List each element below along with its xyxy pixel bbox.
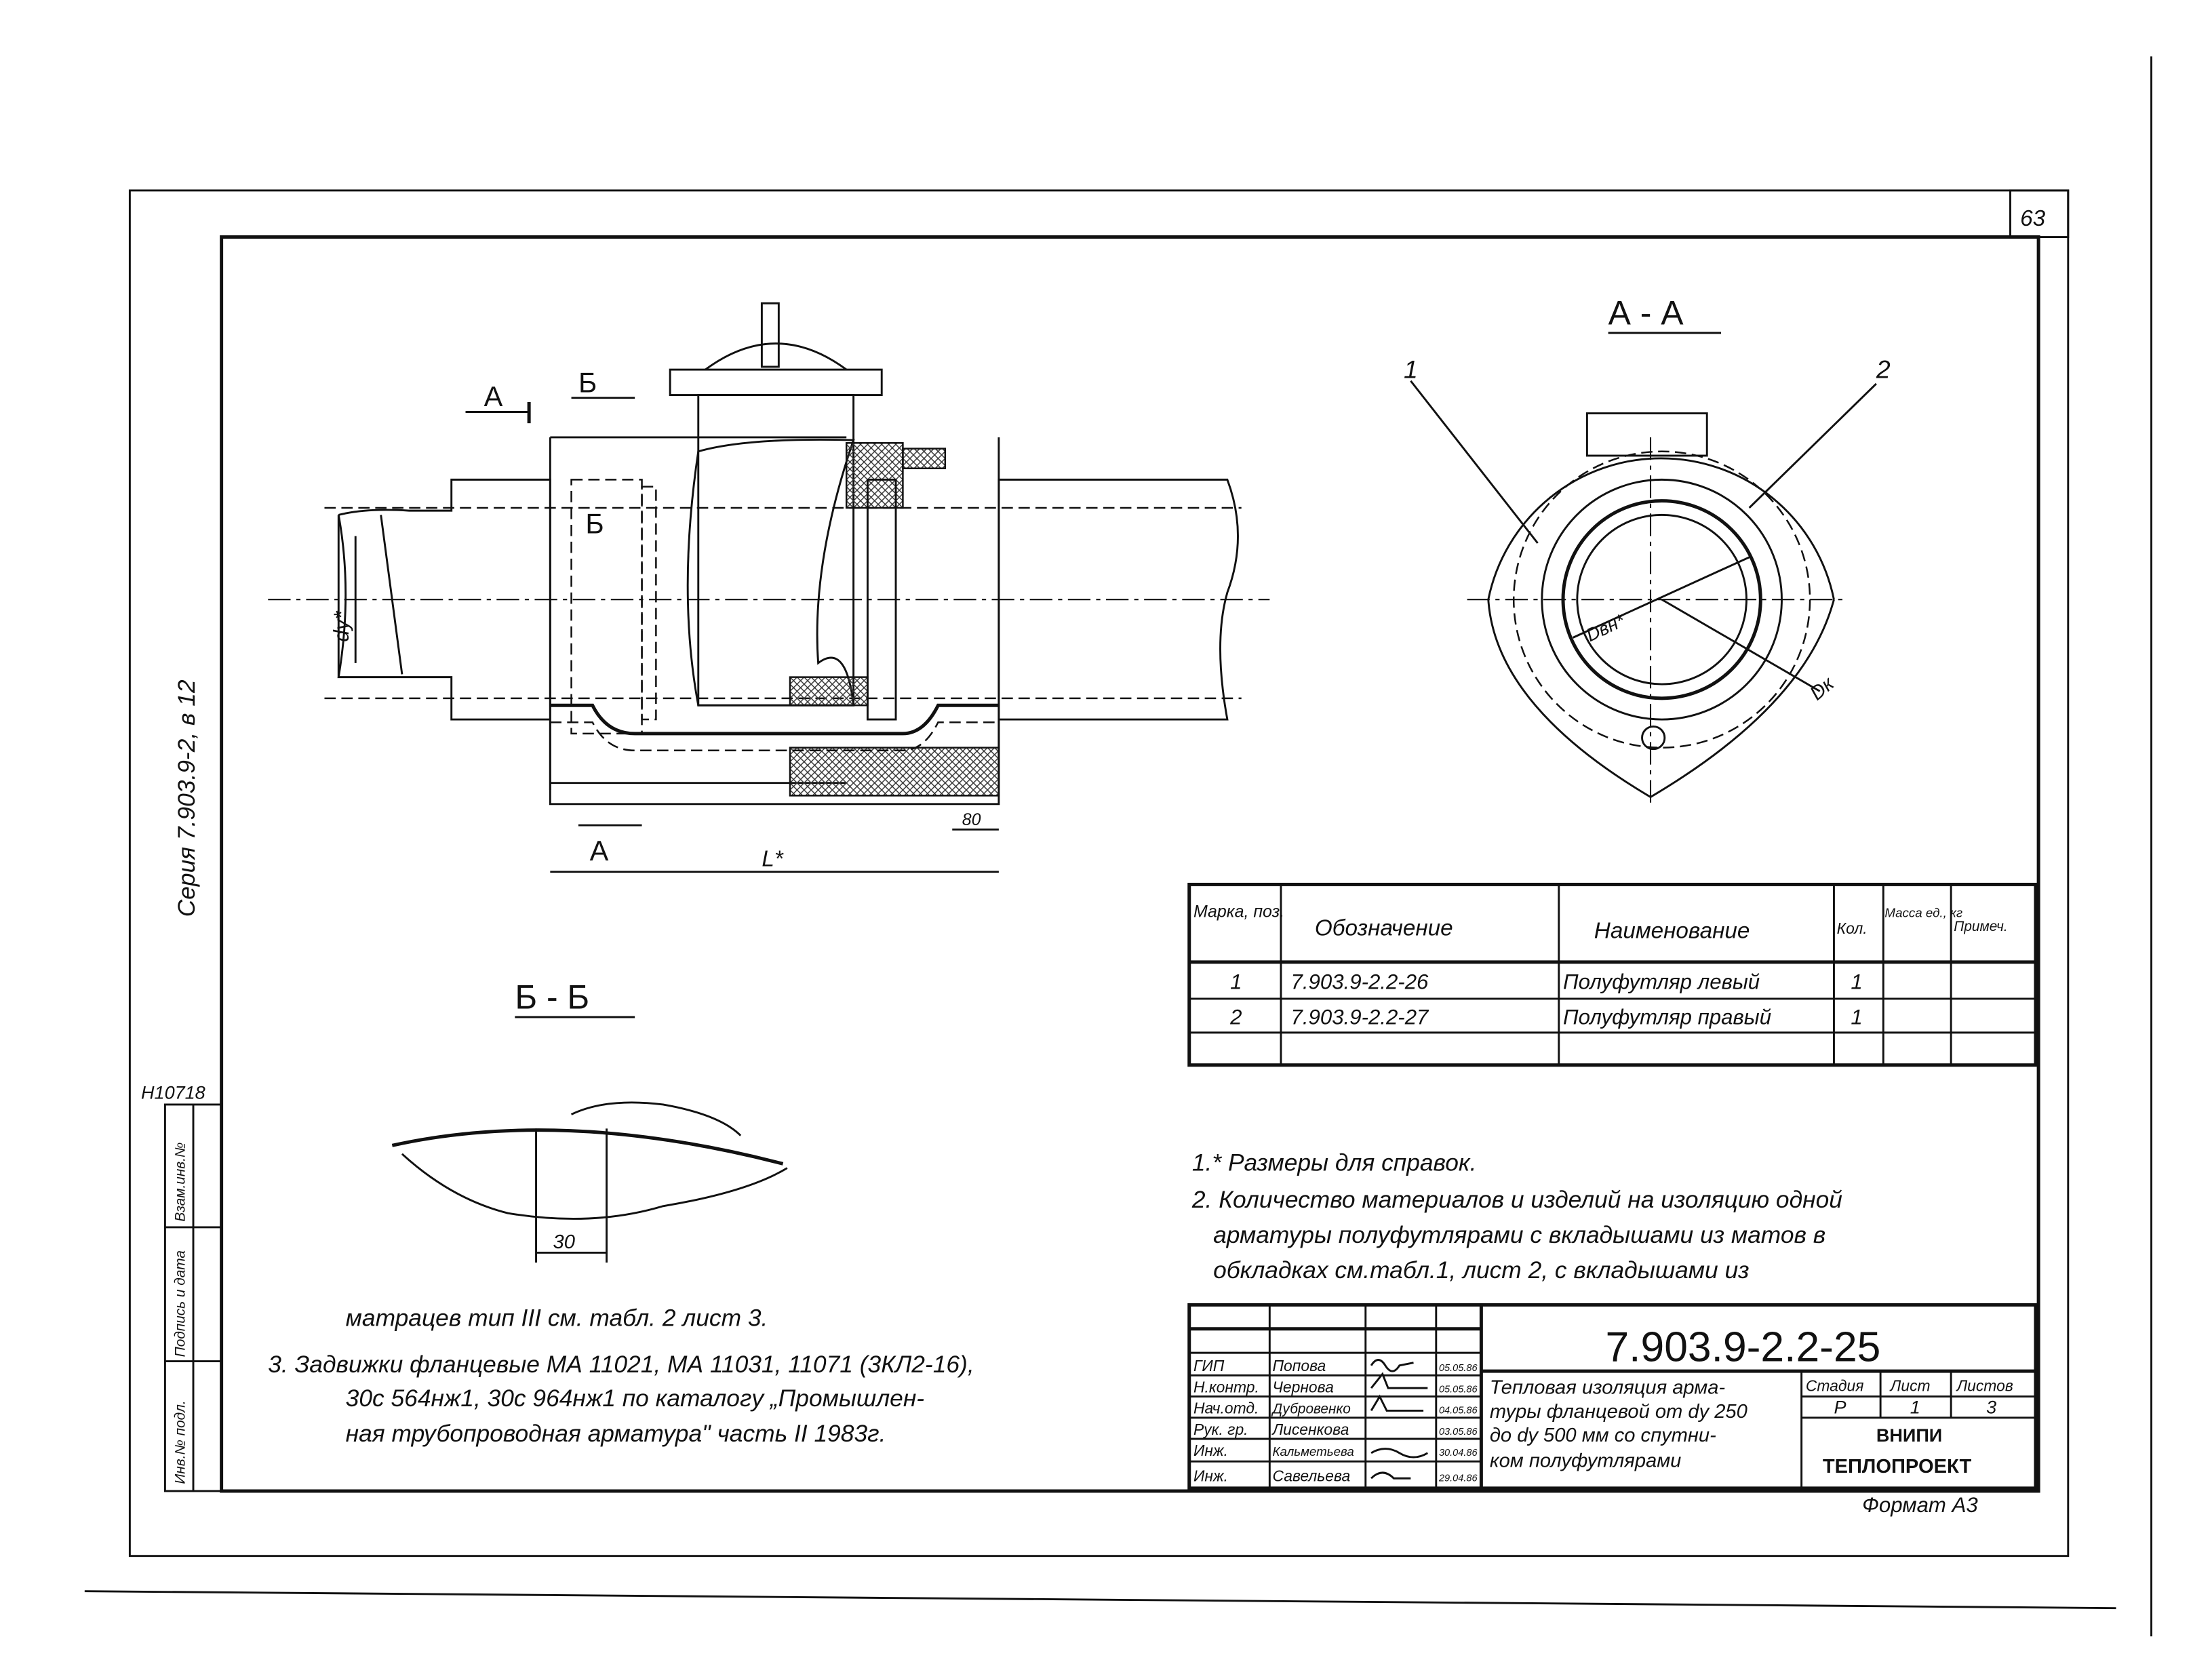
side-stamp-1: Инв.№ подл. xyxy=(173,1400,189,1484)
valve-elevation-view: А Б Б А L* 80 dy* xyxy=(268,302,1270,873)
signature-row: Инж. Кальметьева 30.04.86 xyxy=(1193,1442,1478,1459)
sheets-value: 3 xyxy=(1986,1397,1996,1418)
note-line: арматуры полуфутлярами с вкладышами из м… xyxy=(1213,1222,1825,1248)
title-line: Тепловая изоляция арма- xyxy=(1490,1376,1726,1398)
note-line: 2. Количество материалов и изделий на из… xyxy=(1191,1187,1842,1213)
page-number: 63 xyxy=(2020,206,2046,231)
cell: 1 xyxy=(1851,1005,1862,1029)
inner-frame xyxy=(220,235,2040,1493)
svg-text:29.04.86: 29.04.86 xyxy=(1438,1473,1478,1484)
signature-row: Н.контр. Чернова 05.05.86 xyxy=(1193,1378,1478,1395)
title-line: до dy 500 мм со спутни- xyxy=(1490,1425,1716,1446)
svg-text:05.05.86: 05.05.86 xyxy=(1439,1363,1478,1374)
signature-row: Нач.отд. Дубровенко 04.05.86 xyxy=(1193,1400,1478,1417)
cell: 1 xyxy=(1230,970,1242,993)
signature-row: Рук. гр. Лисенкова 03.05.86 xyxy=(1193,1421,1478,1438)
svg-text:05.05.86: 05.05.86 xyxy=(1439,1384,1478,1395)
dim-dvn: Dвн* xyxy=(1583,610,1629,646)
svg-text:03.05.86: 03.05.86 xyxy=(1439,1427,1478,1437)
title-line: ком полуфутлярами xyxy=(1490,1450,1682,1472)
section-a-a: А - А 1 2 Dвн* Dк xyxy=(1404,294,1891,804)
section-b-b: Б - Б 30 xyxy=(391,978,788,1263)
signature-row: ГИП Попова 05.05.86 xyxy=(1193,1357,1478,1374)
title-line: туры фланцевой от dy 250 xyxy=(1490,1401,1747,1423)
dim-30: 30 xyxy=(553,1231,575,1253)
series-vertical: Серия 7.903.9-2, в 12 xyxy=(174,679,200,917)
table-row: 1 7.903.9-2.2-26 Полуфутляр левый 1 xyxy=(1230,970,1863,993)
th-note: Примеч. xyxy=(1954,919,2007,934)
table-row: 2 7.903.9-2.2-27 Полуфутляр правый 1 xyxy=(1229,1005,1863,1029)
signatures xyxy=(1370,1359,1429,1480)
side-stamp-2: Подпись и дата xyxy=(173,1250,189,1357)
svg-text:Нач.отд.: Нач.отд. xyxy=(1193,1400,1259,1417)
cut-b-top: Б xyxy=(578,366,597,398)
section-bb-label: Б - Б xyxy=(515,978,589,1016)
dim-dy: dy* xyxy=(330,611,353,642)
cut-a-top: А xyxy=(484,380,503,412)
cell: 7.903.9-2.2-26 xyxy=(1291,970,1429,993)
pos-2-callout: 2 xyxy=(1876,355,1891,384)
svg-text:Чернова: Чернова xyxy=(1272,1378,1333,1395)
dim-L: L* xyxy=(762,846,784,871)
svg-text:Дубровенко: Дубровенко xyxy=(1271,1402,1350,1417)
section-aa-label: А - А xyxy=(1608,294,1684,332)
svg-text:Инж.: Инж. xyxy=(1193,1442,1228,1459)
cut-b-inner: Б xyxy=(585,507,604,539)
cut-a-bottom: А xyxy=(590,835,609,867)
svg-text:Кальметьева: Кальметьева xyxy=(1272,1444,1354,1459)
side-stamp-3: Взам.инв.№ xyxy=(173,1143,189,1222)
th-mark: Марка, поз. xyxy=(1193,902,1284,921)
outer-frame xyxy=(128,189,2070,1558)
page-number-box xyxy=(2009,189,2070,239)
stage-header: Стадия xyxy=(1806,1376,1864,1394)
dim-dk: Dк xyxy=(1806,673,1838,705)
notes: 1.* Размеры для справок. 2. Количество м… xyxy=(268,1150,1842,1447)
th-mass: Масса ед., кг xyxy=(1884,905,1962,919)
svg-text:Савельева: Савельева xyxy=(1272,1467,1350,1484)
note-line: обкладках см.табл.1, лист 2, с вкладышам… xyxy=(1213,1257,1749,1284)
dim-80: 80 xyxy=(962,810,981,829)
cell: 7.903.9-2.2-27 xyxy=(1291,1005,1430,1029)
svg-text:Попова: Попова xyxy=(1272,1357,1326,1374)
svg-text:Лисенкова: Лисенкова xyxy=(1271,1421,1349,1438)
th-designation: Обозначение xyxy=(1315,915,1453,940)
svg-text:Рук. гр.: Рук. гр. xyxy=(1193,1421,1248,1438)
title-block: 7.903.9-2.2-25 ГИП Попова 05.05.86 Н.кон… xyxy=(1187,1303,2038,1490)
stage-value: Р xyxy=(1834,1397,1846,1418)
spec-table: Марка, поз. Обозначение Наименование Кол… xyxy=(1187,882,2038,1067)
note-line: матрацев тип III см. табл. 2 лист 3. xyxy=(346,1305,768,1332)
cell: Полуфутляр правый xyxy=(1563,1005,1771,1029)
designation: 7.903.9-2.2-25 xyxy=(1605,1324,1880,1371)
svg-text:30.04.86: 30.04.86 xyxy=(1439,1448,1478,1459)
cell: 2 xyxy=(1229,1005,1242,1029)
th-qty: Кол. xyxy=(1837,919,1868,937)
note-line: 30с 564нж1, 30с 964нж1 по каталогу „Пром… xyxy=(346,1385,924,1412)
org-name-1: ВНИПИ xyxy=(1876,1425,1942,1446)
sheets-header: Листов xyxy=(1955,1376,2013,1394)
org-name-2: ТЕПЛОПРОЕКТ xyxy=(1823,1456,1972,1477)
pos-1-callout: 1 xyxy=(1404,355,1418,384)
sheet-value: 1 xyxy=(1910,1397,1920,1418)
cell: Полуфутляр левый xyxy=(1563,970,1760,993)
note-line: 3. Задвижки фланцевые МА 11021, МА 11031… xyxy=(268,1351,974,1378)
signature-row: Инж. Савельева 29.04.86 xyxy=(1193,1467,1478,1484)
note-line: 1.* Размеры для справок. xyxy=(1192,1150,1477,1176)
cell: 1 xyxy=(1851,970,1862,993)
note-line: ная трубопроводная арматура" часть II 19… xyxy=(346,1421,886,1447)
th-name: Наименование xyxy=(1594,918,1750,943)
svg-text:ГИП: ГИП xyxy=(1193,1357,1225,1374)
format-label: Формат А3 xyxy=(1862,1493,1978,1517)
archive-number: Н10718 xyxy=(141,1083,205,1103)
svg-text:Инж.: Инж. xyxy=(1193,1467,1228,1484)
svg-text:04.05.86: 04.05.86 xyxy=(1439,1406,1478,1416)
svg-text:Н.контр.: Н.контр. xyxy=(1193,1378,1259,1395)
sheet-header: Лист xyxy=(1889,1376,1931,1394)
